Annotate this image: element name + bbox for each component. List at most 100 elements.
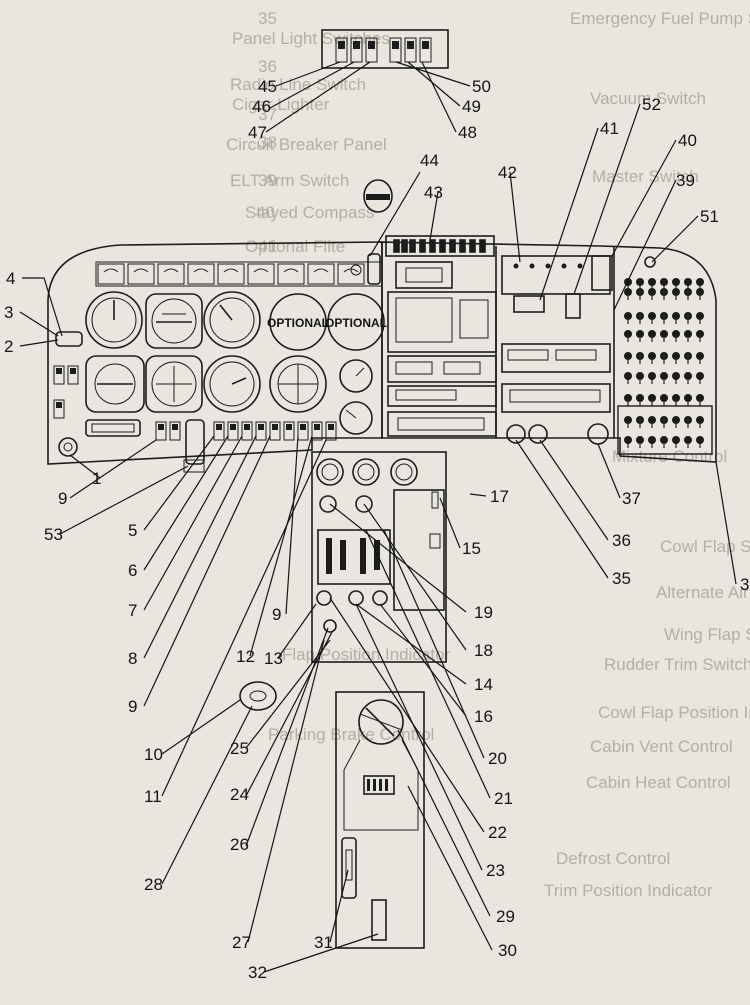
circuit-breaker[interactable] bbox=[672, 394, 680, 402]
circuit-breaker[interactable] bbox=[660, 352, 668, 360]
circuit-breaker[interactable] bbox=[636, 352, 644, 360]
alternate-static-knob[interactable] bbox=[239, 681, 277, 711]
circuit-breaker[interactable] bbox=[648, 416, 656, 424]
circuit-breaker[interactable] bbox=[648, 394, 656, 402]
bg-text: Wing Flap Switch bbox=[664, 625, 750, 644]
circuit-breaker[interactable] bbox=[624, 330, 632, 338]
circuit-breaker[interactable] bbox=[624, 416, 632, 424]
circuit-breaker[interactable] bbox=[660, 312, 668, 320]
overhead-switch-group-left[interactable] bbox=[335, 37, 378, 63]
callout-number: 28 bbox=[144, 875, 163, 894]
circuit-breaker-panel[interactable] bbox=[617, 278, 713, 455]
circuit-breaker[interactable] bbox=[684, 312, 692, 320]
circuit-breaker[interactable] bbox=[636, 330, 644, 338]
circuit-breaker[interactable] bbox=[624, 288, 632, 296]
elt-arm-switch[interactable] bbox=[565, 293, 581, 319]
fuel-selector-switches[interactable] bbox=[513, 295, 545, 313]
circuit-breaker[interactable] bbox=[696, 394, 704, 402]
circuit-breaker[interactable] bbox=[624, 372, 632, 380]
engine-gauge-row bbox=[95, 261, 383, 287]
circuit-breaker[interactable] bbox=[636, 416, 644, 424]
circuit-breaker[interactable] bbox=[660, 372, 668, 380]
circuit-breaker[interactable] bbox=[660, 288, 668, 296]
callout-number: 2 bbox=[4, 337, 13, 356]
optional-instrument-1: OPTIONAL bbox=[267, 293, 329, 351]
callout-number: 15 bbox=[462, 539, 481, 558]
circuit-breaker[interactable] bbox=[624, 394, 632, 402]
callout-number: 10 bbox=[144, 745, 163, 764]
bg-text: 37 bbox=[258, 105, 277, 124]
callout-number: 13 bbox=[264, 649, 283, 668]
circuit-breaker[interactable] bbox=[672, 436, 680, 444]
circuit-breaker[interactable] bbox=[624, 436, 632, 444]
circuit-breaker[interactable] bbox=[696, 278, 704, 286]
circuit-breaker[interactable] bbox=[624, 312, 632, 320]
circuit-breaker[interactable] bbox=[672, 372, 680, 380]
overhead-switch-group-right[interactable] bbox=[389, 37, 432, 63]
wing-flap-switch[interactable] bbox=[429, 533, 441, 549]
circuit-breaker[interactable] bbox=[672, 416, 680, 424]
bg-text: Rudder Trim Switch/Indicator bbox=[604, 655, 750, 674]
circuit-breaker[interactable] bbox=[636, 394, 644, 402]
circuit-breaker[interactable] bbox=[636, 436, 644, 444]
circuit-breaker[interactable] bbox=[660, 330, 668, 338]
circuit-breaker[interactable] bbox=[672, 288, 680, 296]
trim-wheel[interactable] bbox=[358, 699, 404, 745]
circuit-breaker[interactable] bbox=[648, 312, 656, 320]
circuit-breaker[interactable] bbox=[684, 330, 692, 338]
circuit-breaker[interactable] bbox=[660, 416, 668, 424]
cowl-flap-switch[interactable] bbox=[431, 491, 439, 509]
callout-number: 48 bbox=[458, 123, 477, 142]
callout-number: 47 bbox=[248, 123, 267, 142]
circuit-breaker[interactable] bbox=[660, 278, 668, 286]
circuit-breaker[interactable] bbox=[672, 312, 680, 320]
circuit-breaker[interactable] bbox=[696, 330, 704, 338]
callout-number: 42 bbox=[498, 163, 517, 182]
circuit-breaker[interactable] bbox=[684, 278, 692, 286]
bg-text: Trim Position Indicator bbox=[544, 881, 713, 900]
circuit-breaker[interactable] bbox=[648, 330, 656, 338]
circuit-breaker[interactable] bbox=[672, 352, 680, 360]
callout-number: 14 bbox=[474, 675, 493, 694]
circuit-breaker[interactable] bbox=[684, 436, 692, 444]
cigar-lighter[interactable] bbox=[587, 423, 609, 445]
lower-switch-row[interactable] bbox=[155, 421, 337, 441]
circuit-breaker[interactable] bbox=[636, 372, 644, 380]
circuit-breaker[interactable] bbox=[672, 330, 680, 338]
circuit-breaker[interactable] bbox=[684, 416, 692, 424]
circuit-breaker[interactable] bbox=[696, 288, 704, 296]
callout-number: 8 bbox=[128, 649, 137, 668]
circuit-breaker[interactable] bbox=[684, 288, 692, 296]
circuit-breaker[interactable] bbox=[696, 352, 704, 360]
airspeed-indicator bbox=[85, 291, 143, 349]
hobbs-meter bbox=[85, 419, 141, 437]
circuit-breaker[interactable] bbox=[684, 372, 692, 380]
circuit-breaker[interactable] bbox=[696, 416, 704, 424]
circuit-breaker[interactable] bbox=[636, 278, 644, 286]
fuel-selector[interactable] bbox=[341, 837, 357, 899]
circuit-breaker[interactable] bbox=[648, 352, 656, 360]
circuit-breaker[interactable] bbox=[684, 394, 692, 402]
callout-number: 39 bbox=[676, 171, 695, 190]
callout-number: 20 bbox=[488, 749, 507, 768]
circuit-breaker[interactable] bbox=[624, 352, 632, 360]
circuit-breaker[interactable] bbox=[648, 372, 656, 380]
circuit-breaker[interactable] bbox=[696, 372, 704, 380]
left-switch-cluster[interactable] bbox=[53, 331, 83, 419]
circuit-breaker[interactable] bbox=[672, 278, 680, 286]
circuit-breaker[interactable] bbox=[696, 312, 704, 320]
annunciator-switch[interactable] bbox=[367, 253, 381, 285]
circuit-breaker[interactable] bbox=[696, 436, 704, 444]
circuit-breaker[interactable] bbox=[648, 288, 656, 296]
ignition-switch[interactable] bbox=[58, 437, 78, 457]
circuit-breaker[interactable] bbox=[636, 312, 644, 320]
circuit-breaker[interactable] bbox=[684, 352, 692, 360]
circuit-breaker[interactable] bbox=[648, 278, 656, 286]
circuit-breaker[interactable] bbox=[636, 288, 644, 296]
parking-brake-housing bbox=[185, 419, 205, 465]
callout-number: 5 bbox=[128, 521, 137, 540]
circuit-breaker[interactable] bbox=[660, 436, 668, 444]
circuit-breaker[interactable] bbox=[648, 436, 656, 444]
circuit-breaker[interactable] bbox=[660, 394, 668, 402]
